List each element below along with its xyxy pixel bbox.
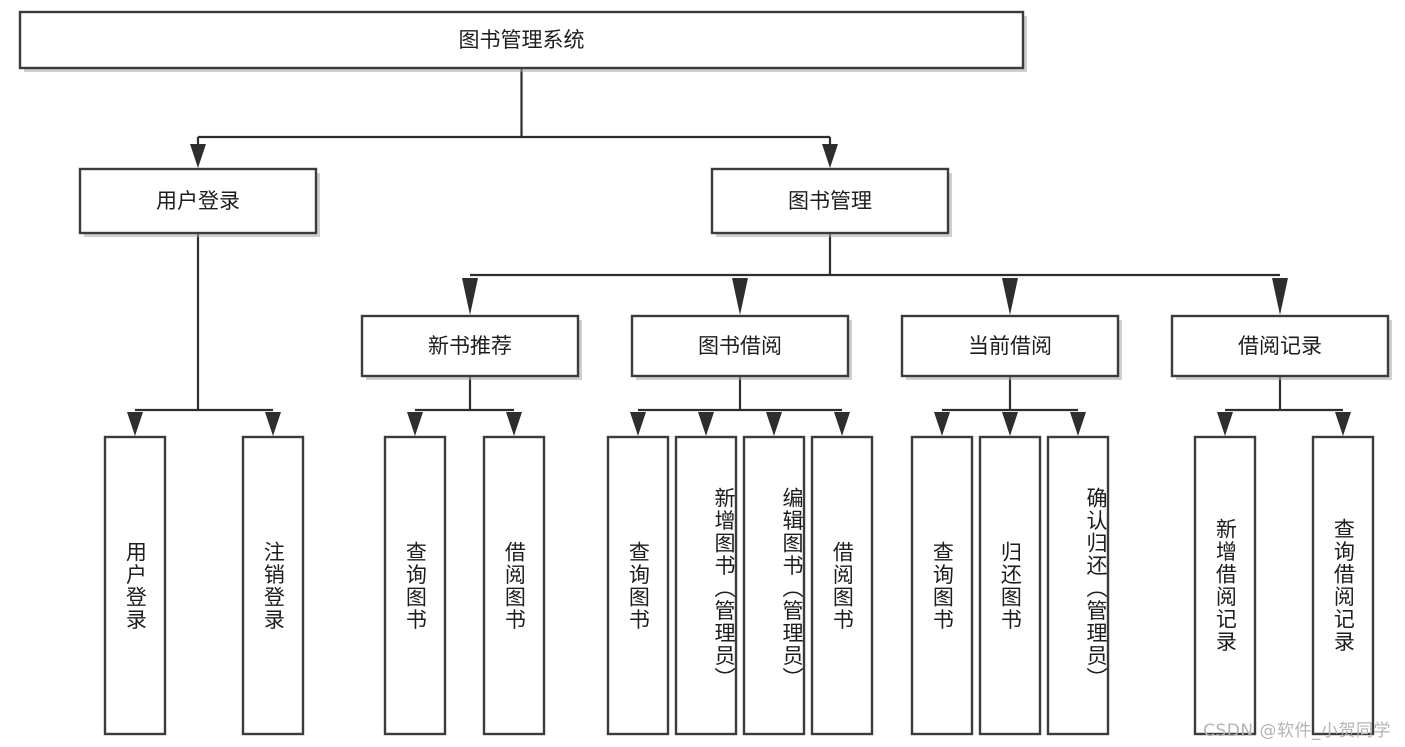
node-book-management[interactable]: 图书管理 [710, 167, 952, 237]
csdn-watermark: CSDN @软件_小贺同学 [1203, 721, 1391, 741]
node-current-borrowing-label: 当前借阅 [968, 334, 1052, 358]
node-book-management-label: 图书管理 [788, 189, 872, 213]
arrowhead-book-management [822, 144, 838, 168]
leaf-box-recommend-borrow-book[interactable] [482, 435, 546, 736]
arrowhead-borrow-add-book [698, 412, 714, 436]
arrowhead-book-borrowing [732, 278, 748, 315]
arrowhead-borrow-query-book [630, 412, 646, 436]
leaf-box-borrow-query-book[interactable] [606, 435, 670, 736]
arrowhead-borrow-borrow-book [834, 412, 850, 436]
node-current-borrowing[interactable]: 当前借阅 [900, 314, 1122, 380]
node-user-login-label: 用户登录 [156, 189, 240, 213]
arrowhead-records-add-record [1217, 412, 1233, 436]
arrowhead-user-login-login [127, 412, 143, 436]
arrowhead-user-login-logout [265, 412, 281, 436]
leaf-box-records-add-record[interactable] [1193, 435, 1257, 736]
arrowhead-borrow-edit-book [766, 412, 782, 436]
node-new-book-recommend[interactable]: 新书推荐 [360, 314, 582, 380]
connector-group [127, 68, 1351, 436]
arrowhead-current-borrowing [1002, 278, 1018, 315]
arrowhead-current-return-book [1002, 412, 1018, 436]
node-borrow-records-label: 借阅记录 [1238, 334, 1322, 358]
leaf-box-user-login-login[interactable] [103, 435, 167, 736]
node-book-borrowing-label: 图书借阅 [698, 334, 782, 358]
leaf-box-current-confirm-return[interactable] [1046, 435, 1110, 736]
arrowhead-borrow-records [1272, 278, 1288, 315]
leaf-box-recommend-query-book[interactable] [383, 435, 447, 736]
leaf-box-borrow-add-book[interactable] [674, 435, 738, 736]
leaf-box-borrow-edit-book[interactable] [742, 435, 806, 736]
node-book-borrowing[interactable]: 图书借阅 [630, 314, 852, 380]
arrowhead-recommend-query-book [407, 412, 423, 436]
arrowhead-recommend-borrow-book [506, 412, 522, 436]
leaf-box-records-query-record[interactable] [1311, 435, 1375, 736]
leaf-box-current-return-book[interactable] [978, 435, 1042, 736]
node-root-label: 图书管理系统 [459, 28, 585, 52]
arrowhead-user-login [190, 144, 206, 168]
node-user-login[interactable]: 用户登录 [78, 167, 320, 237]
node-new-book-recommend-label: 新书推荐 [428, 334, 512, 358]
arrowhead-current-confirm-return [1070, 412, 1086, 436]
arrowhead-records-query-record [1335, 412, 1351, 436]
leaf-box-user-login-logout[interactable] [241, 435, 305, 736]
node-group: 图书管理系统 用户登录 图书管理 新书推荐 [18, 10, 1392, 736]
arrowhead-current-query-book [934, 412, 950, 436]
node-borrow-records[interactable]: 借阅记录 [1170, 314, 1392, 380]
leaf-box-borrow-borrow-book[interactable] [810, 435, 874, 736]
leaf-box-current-query-book[interactable] [910, 435, 974, 736]
arrowhead-new-book-recommend [462, 278, 478, 315]
node-root[interactable]: 图书管理系统 [18, 10, 1027, 72]
